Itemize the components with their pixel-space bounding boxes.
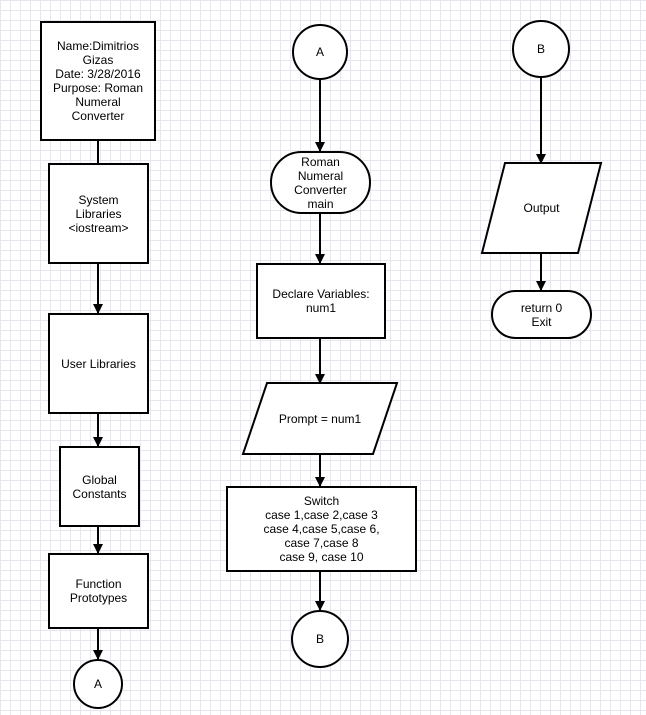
connector-b-top: B [512,20,570,78]
declare-variables-text: Declare Variables: num1 [272,287,370,315]
return-exit-terminal: return 0 Exit [491,290,592,339]
main-terminal-text: Roman Numeral Converter main [294,154,347,211]
prompt-parallelogram-shape [241,382,399,455]
system-libraries-text: System Libraries <iostream> [68,192,129,235]
user-libraries-text: User Libraries [61,356,136,371]
connector-b-top-text: B [536,42,545,56]
main-terminal: Roman Numeral Converter main [270,151,371,214]
connector-b-bottom-text: B [315,632,324,646]
connector-a-top: A [292,24,348,80]
function-prototypes-box: Function Prototypes [48,553,149,629]
prompt-text: Prompt = num1 [278,411,362,426]
connector-a-top-text: A [315,45,324,59]
output-parallelogram-shape [480,162,603,254]
global-constants-box: Global Constants [59,446,140,527]
global-constants-text: Global Constants [72,472,127,501]
header-info-box: Name:Dimitrios Gizas Date: 3/28/2016 Pur… [40,21,156,141]
connector-a-bottom-text: A [93,677,102,691]
switch-text: Switch case 1,case 2,case 3 case 4,case … [263,494,380,564]
function-prototypes-text: Function Prototypes [69,577,128,605]
user-libraries-box: User Libraries [48,313,149,414]
system-libraries-box: System Libraries <iostream> [48,163,149,264]
declare-variables-box: Declare Variables: num1 [256,263,386,339]
return-exit-text: return 0 Exit [520,300,563,329]
switch-box: Switch case 1,case 2,case 3 case 4,case … [226,486,417,572]
prompt-input: Prompt = num1 [243,383,397,454]
connector-a-bottom: A [73,659,123,709]
output-text: Output [523,201,560,215]
output-node: Output [482,163,601,253]
header-info-text: Name:Dimitrios Gizas Date: 3/28/2016 Pur… [52,39,144,123]
connector-b-bottom: B [291,610,349,668]
